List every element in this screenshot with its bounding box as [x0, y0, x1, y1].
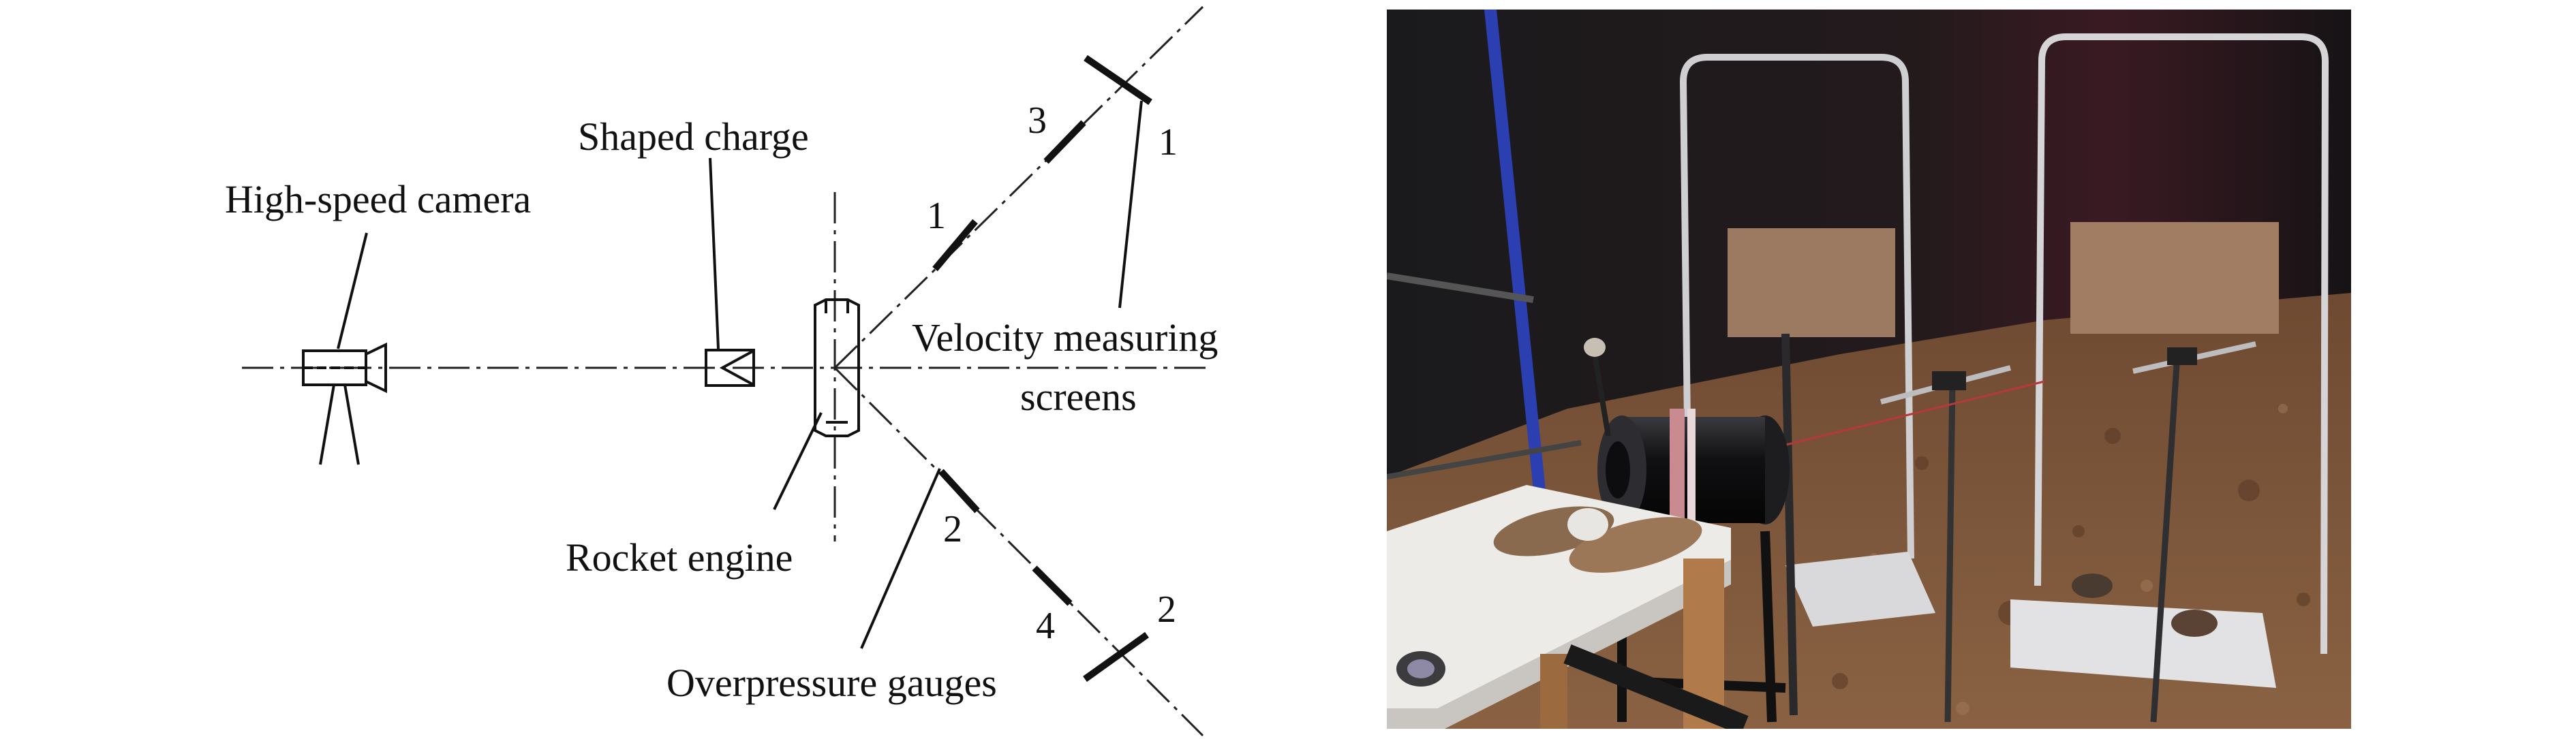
shaped-charge-icon	[705, 349, 755, 387]
velocity-screen-1-icon	[1084, 54, 1152, 106]
label-velocity-screens-line1: Velocity measuring	[912, 315, 1218, 360]
label-overpressure-gauges: Overpressure gauges	[666, 661, 997, 705]
number-gauge-2: 2	[943, 508, 962, 550]
upper-diagonal-axis	[833, 5, 1204, 369]
number-gauge-4: 4	[1036, 605, 1055, 647]
leader-gauges	[860, 468, 941, 649]
label-shaped-charge: Shaped charge	[578, 114, 809, 159]
number-screen-1: 1	[1159, 121, 1178, 163]
number-gauge-1: 1	[927, 195, 946, 237]
schematic-diagram: High-speed camera Shaped charge Velocity…	[225, 5, 1218, 737]
leader-charge	[709, 157, 720, 349]
number-gauge-3: 3	[1028, 99, 1047, 142]
leader-screens	[1118, 100, 1143, 309]
label-rocket-engine: Rocket engine	[566, 535, 793, 580]
number-screen-2: 2	[1157, 588, 1176, 631]
leader-camera	[337, 232, 368, 349]
gauge-2-icon	[938, 469, 980, 514]
lower-diagonal-axis	[833, 366, 1204, 737]
velocity-screen-2-icon	[1083, 631, 1149, 682]
gauge-3-icon	[1043, 120, 1086, 164]
gauge-1-icon	[932, 219, 978, 272]
leader-engine	[773, 412, 823, 510]
label-high-speed-camera: High-speed camera	[225, 177, 531, 221]
high-speed-camera-icon	[302, 342, 387, 465]
label-velocity-screens-line2: screens	[1020, 375, 1137, 419]
test-site-photo	[1387, 10, 2351, 729]
gauge-4-icon	[1032, 565, 1073, 606]
rocket-engine-icon	[814, 298, 860, 437]
